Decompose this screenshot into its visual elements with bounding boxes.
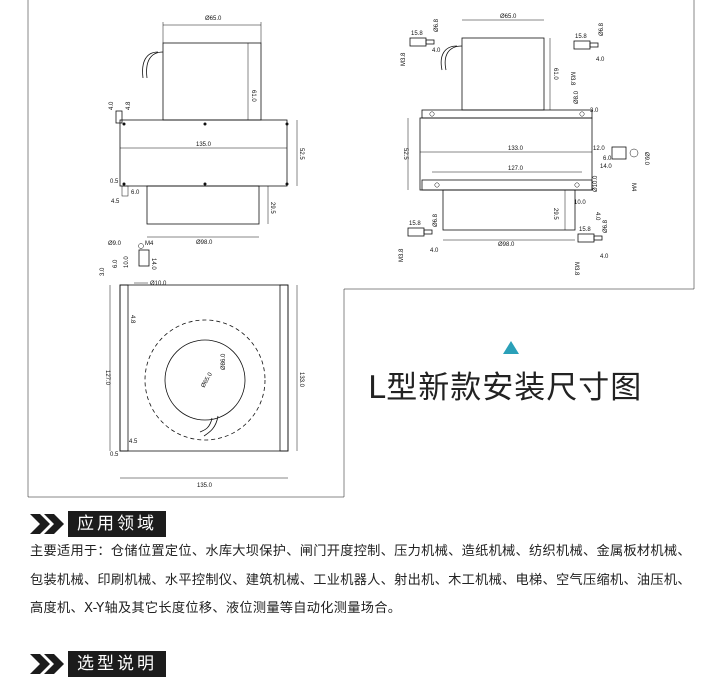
screw-detail-tl: 15.8 Ø6.8 4.0 M3.8 <box>401 18 441 66</box>
screw-detail-br: 15.8 Ø6.8 4.0 M3.8 <box>573 219 609 276</box>
dim-d10r: Ø10.0 <box>593 175 599 192</box>
dim-4-c: 4.0 <box>430 248 439 254</box>
selection-title: 选型说明 <box>68 651 166 677</box>
dim-d98r: Ø98.0 <box>498 242 515 248</box>
dim-12: 12.0 <box>593 146 605 152</box>
dim-10r: 10.0 <box>574 200 586 206</box>
dim-d6-8-c: Ø6.8 <box>433 213 439 227</box>
double-chevron-icon <box>30 514 64 534</box>
dim-61: 61.0 <box>250 90 256 102</box>
dim-4-8: 4.8 <box>126 101 132 110</box>
screw-detail-bl: 15.8 Ø6.8 4.0 M3.8 <box>399 213 439 262</box>
dim-d6-8-d: Ø6.8 <box>603 219 609 233</box>
application-banner: 应用领域 <box>28 511 166 537</box>
application-text: 主要适用于：仓储位置定位、水库大坝保护、闸门开度控制、压力机械、造纸机械、纺织机… <box>30 544 691 616</box>
dim-14r: 14.0 <box>600 164 612 170</box>
dim-d6-8-a: Ø6.8 <box>434 18 440 32</box>
dim-127r: 127.0 <box>508 166 524 172</box>
dim-133: 133.0 <box>298 372 304 388</box>
dim-d65: Ø65.0 <box>205 16 222 22</box>
dim-10: 10.0 <box>124 256 130 268</box>
drawing-caption: L型新款安装尺寸图 <box>368 370 643 406</box>
dim-d9r: Ø9.0 <box>643 152 649 166</box>
dim-d65r: Ø65.0 <box>500 14 517 20</box>
dim-29-5r: 29.5 <box>552 208 558 220</box>
view-bottom-left: Ø9.0 M4 14.0 3.0 6.0 10.0 Ø10.0 4.8 127.… <box>100 241 304 489</box>
dim-0-5: 0.5 <box>110 179 119 185</box>
dim-4-5b: 4.5 <box>129 439 138 445</box>
dim-6: 6.0 <box>113 259 119 268</box>
view-right: Ø65.0 61.0 133.0 127.0 52.5 Ø8.0 3.0 29.… <box>402 14 649 248</box>
dim-m3-8-d: M3.8 <box>573 262 579 276</box>
dim-15-8-b: 15.8 <box>575 34 587 40</box>
dim-3: 3.0 <box>100 267 106 276</box>
dim-29-5: 29.5 <box>269 202 275 214</box>
dim-52-5: 52.5 <box>298 148 304 160</box>
dim-d65b: Ø65.0 <box>201 371 215 389</box>
dim-15-8-c: 15.8 <box>409 221 421 227</box>
double-chevron-icon-2 <box>30 654 64 674</box>
application-title: 应用领域 <box>68 511 166 537</box>
dim-m4: M4 <box>145 241 154 247</box>
dim-135b: 135.0 <box>197 483 213 489</box>
dim-15-8-a: 15.8 <box>411 31 423 37</box>
dim-4-0: 4.0 <box>109 101 115 110</box>
dim-14: 14.0 <box>150 258 156 270</box>
dim-m3-8-a: M3.8 <box>401 52 407 66</box>
dim-d98: Ø98.0 <box>196 240 213 246</box>
dim-6r: 6.0 <box>603 156 612 162</box>
drawing-border <box>27 0 695 498</box>
dim-d6-8-b: Ø6.8 <box>599 22 605 36</box>
dim-m3-8-b: M3.8 <box>569 72 575 86</box>
dim-3r: 3.0 <box>590 108 599 114</box>
dim-4-d: 4.0 <box>600 254 609 260</box>
dim-61r: 61.0 <box>552 68 558 80</box>
dim-d9: Ø9.0 <box>108 241 122 247</box>
dim-d8: Ø8.0 <box>574 90 580 104</box>
dim-4-a: 4.0 <box>432 48 441 54</box>
dim-4-b: 4.0 <box>596 57 605 63</box>
dim-133r: 133.0 <box>508 146 524 152</box>
dim-135: 135.0 <box>196 142 212 148</box>
accent-triangle-icon <box>503 341 519 354</box>
dim-52-5r: 52.5 <box>402 148 408 160</box>
dim-127: 127.0 <box>104 370 110 386</box>
dim-15-8-d: 15.8 <box>579 227 591 233</box>
screw-detail-tr: 15.8 Ø6.8 4.0 M3.8 <box>569 22 605 86</box>
dim-m4r: M4 <box>630 183 636 192</box>
dim-d10: Ø10.0 <box>150 281 167 287</box>
dim-6-0: 6.0 <box>131 190 140 196</box>
view-top-left: Ø65.0 61.0 135.0 52.5 4.0 4.8 0.5 6.0 4.… <box>109 16 304 246</box>
dim-4-8b: 4.8 <box>129 315 135 324</box>
dim-d86: Ø86.0 <box>221 353 227 370</box>
selection-banner: 选型说明 <box>28 651 166 677</box>
dim-4r: 4.0 <box>594 212 600 221</box>
dim-m3-8-c: M3.8 <box>399 248 405 262</box>
dim-4-5: 4.5 <box>111 199 120 205</box>
dim-0-5b: 0.5 <box>110 452 119 458</box>
